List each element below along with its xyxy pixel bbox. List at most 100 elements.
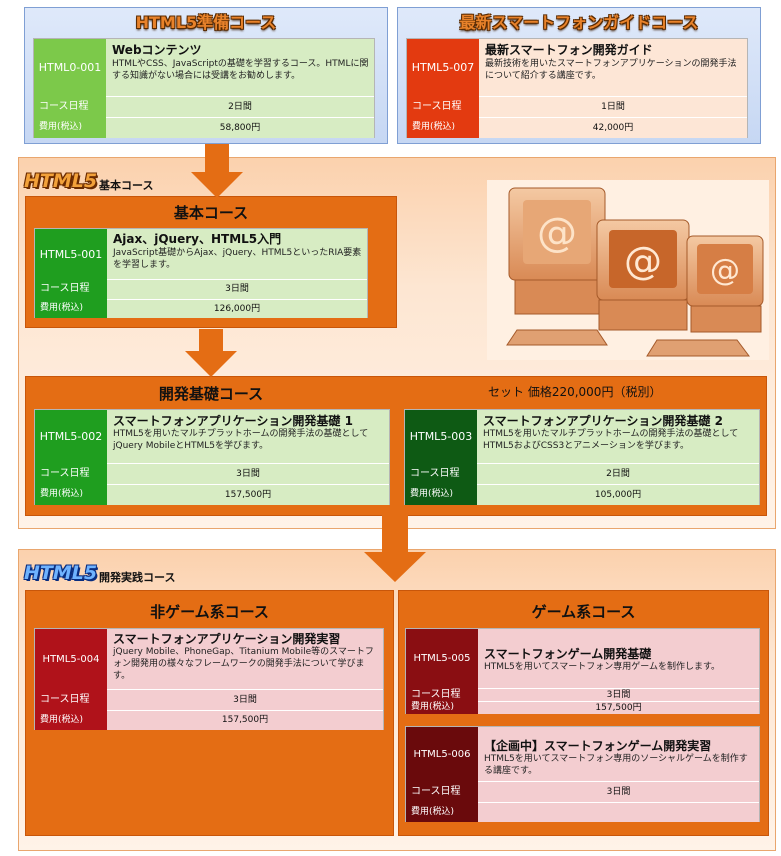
- box-title: 開発基礎コース: [158, 385, 264, 403]
- schedule-value: 1日間: [479, 96, 747, 117]
- fee-label: 費用(税込): [35, 484, 107, 505]
- smartphone-guide-panel: 最新スマートフォンガイドコース HTML5-007 最新スマートフォン開発ガイド…: [397, 7, 761, 144]
- course-info-bg: [107, 629, 383, 689]
- course-description: 最新技術を用いたスマートフォンアプリケーションの開発手法について紹介する講座です…: [485, 59, 737, 81]
- course-code: HTML5-003: [405, 410, 477, 463]
- fee-label: 費用(税込): [406, 701, 478, 714]
- non-game-course-box: 非ゲーム系コース HTML5-004 スマートフォンアプリケーション開発実習 j…: [25, 590, 394, 836]
- course-name[interactable]: Ajax、jQuery、HTML5入門: [113, 232, 282, 246]
- course-info-bg: [479, 39, 747, 96]
- fee-value: 105,000円: [477, 484, 759, 505]
- at-sign-icon: @: [537, 210, 577, 256]
- fee-value: 126,000円: [107, 299, 367, 318]
- course-info-bg: [478, 629, 759, 688]
- fee-value: 42,000円: [479, 117, 747, 138]
- arrow-down-icon: [185, 329, 237, 377]
- course-code: HTML5-001: [35, 229, 107, 279]
- course-description: HTML5を用いてスマートフォン専用ゲームを制作します。: [484, 662, 721, 672]
- course-description: HTMLやCSS、JavaScriptの基礎を学習するコース。HTMLに関する知…: [112, 59, 369, 81]
- fee-label: 費用(税込): [407, 117, 479, 138]
- fee-value: 157,500円: [107, 710, 383, 730]
- html5-logo: HTML5: [24, 170, 98, 192]
- course-name[interactable]: スマートフォンアプリケーション開発基礎 1: [113, 414, 353, 428]
- dev-basics-box: 開発基礎コース セット 価格220,000円（税別） HTML5-002 スマー…: [25, 376, 767, 516]
- fee-value: [478, 802, 759, 822]
- course-code: HTML5-007: [407, 39, 479, 96]
- course-description: HTML5を用いてスマートフォン専用のソーシャルゲームを制作する講座です。: [484, 754, 748, 776]
- course-info-bg: [478, 727, 759, 781]
- course-description: jQuery Mobile、PhoneGap、Titanium Mobile等の…: [113, 647, 374, 681]
- course-info-bg: [106, 39, 374, 96]
- at-sign-icon: @: [624, 239, 662, 283]
- course-code: HTML5-004: [35, 629, 107, 689]
- schedule-label: コース日程: [35, 463, 107, 484]
- box-title: 基本コース: [173, 204, 249, 222]
- course-card-html5-005[interactable]: HTML5-005 スマートフォンゲーム開発基礎 HTML5を用いてスマートフォ…: [405, 628, 760, 714]
- course-name[interactable]: 最新スマートフォン開発ガイド: [485, 43, 653, 57]
- course-code: HTML5-005: [406, 629, 478, 688]
- fee-value: 58,800円: [106, 117, 374, 138]
- panel-title: HTML5準備コース: [135, 13, 277, 32]
- schedule-value: 3日間: [478, 781, 759, 802]
- arrow-down-icon: [191, 144, 243, 198]
- fee-label: 費用(税込): [405, 484, 477, 505]
- box-title: ゲーム系コース: [531, 603, 636, 621]
- course-card-html0-001[interactable]: HTML0-001 Webコンテンツ HTMLやCSS、JavaScriptの基…: [33, 38, 375, 138]
- schedule-label: コース日程: [406, 781, 478, 802]
- course-card-html5-006[interactable]: HTML5-006 【企画中】スマートフォンゲーム開発実習 HTML5を用いてス…: [405, 726, 760, 822]
- html5-prep-panel: HTML5準備コース HTML0-001 Webコンテンツ HTMLやCSS、J…: [24, 7, 388, 144]
- schedule-value: 3日間: [107, 463, 389, 484]
- course-card-html5-003[interactable]: HTML5-003 スマートフォンアプリケーション開発基礎 2 HTML5を用い…: [404, 409, 760, 505]
- course-code: HTML0-001: [34, 39, 106, 96]
- course-card-html5-001[interactable]: HTML5-001 Ajax、jQuery、HTML5入門 JavaScript…: [34, 228, 368, 318]
- schedule-label: コース日程: [34, 96, 106, 117]
- fee-label: 費用(税込): [34, 117, 106, 138]
- course-code: HTML5-002: [35, 410, 107, 463]
- monitor-middle: [596, 219, 690, 331]
- panel-title: 最新スマートフォンガイドコース: [459, 13, 699, 32]
- fee-value: 157,500円: [478, 701, 759, 714]
- schedule-value: 2日間: [106, 96, 374, 117]
- fee-value: 157,500円: [107, 484, 389, 505]
- course-card-html5-004[interactable]: HTML5-004 スマートフォンアプリケーション開発実習 jQuery Mob…: [34, 628, 384, 730]
- course-description: JavaScript基礎からAjax、jQuery、HTML5といったRIA要素…: [113, 248, 362, 270]
- schedule-value: 2日間: [477, 463, 759, 484]
- course-code: HTML5-006: [406, 727, 478, 781]
- course-card-html5-002[interactable]: HTML5-002 スマートフォンアプリケーション開発基礎 1 HTML5を用い…: [34, 409, 390, 505]
- course-info-bg: [107, 229, 367, 279]
- course-name[interactable]: スマートフォンアプリケーション開発基礎 2: [483, 414, 723, 428]
- fee-label: 費用(税込): [35, 710, 107, 730]
- basic-course-box: 基本コース HTML5-001 Ajax、jQuery、HTML5入門 Java…: [25, 196, 397, 328]
- course-info-bg: [107, 410, 389, 463]
- course-description: HTML5を用いたマルチプラットホームの開発手法の基礎としてjQuery Mob…: [113, 429, 369, 451]
- set-price: セット 価格220,000円（税別）: [488, 385, 662, 399]
- schedule-label: コース日程: [407, 96, 479, 117]
- html5-basic-section: HTML5 基本コース @ @ @: [18, 157, 776, 529]
- section-label: 基本コース: [99, 179, 154, 192]
- course-name[interactable]: スマートフォンゲーム開発基礎: [484, 647, 652, 661]
- html5-practice-section: HTML5 開発実践コース 非ゲーム系コース HTML5-004 スマートフォン…: [18, 549, 776, 851]
- schedule-label: コース日程: [406, 688, 478, 701]
- course-name[interactable]: スマートフォンアプリケーション開発実習: [113, 632, 341, 646]
- course-description: HTML5を用いたマルチプラットホームの開発手法の基礎としてHTML5およびCS…: [483, 429, 739, 451]
- monitor-right: [686, 235, 764, 333]
- schedule-label: コース日程: [35, 689, 107, 710]
- game-course-box: ゲーム系コース HTML5-005 スマートフォンゲーム開発基礎 HTML5を用…: [398, 590, 769, 836]
- arrow-down-icon: [364, 514, 426, 582]
- schedule-label: コース日程: [405, 463, 477, 484]
- html5-logo: HTML5: [24, 562, 98, 584]
- schedule-value: 3日間: [478, 688, 759, 701]
- schedule-value: 3日間: [107, 279, 367, 299]
- computer-illustration: @ @ @: [487, 180, 769, 360]
- schedule-value: 3日間: [107, 689, 383, 710]
- schedule-label: コース日程: [35, 279, 107, 299]
- course-card-html5-007[interactable]: HTML5-007 最新スマートフォン開発ガイド 最新技術を用いたスマートフォン…: [406, 38, 748, 138]
- course-info-bg: [477, 410, 759, 463]
- at-sign-icon: @: [710, 253, 740, 288]
- fee-label: 費用(税込): [35, 299, 107, 318]
- course-name[interactable]: Webコンテンツ: [112, 43, 202, 57]
- section-label: 開発実践コース: [99, 571, 176, 584]
- fee-label: 費用(税込): [406, 802, 478, 822]
- box-title: 非ゲーム系コース: [150, 603, 269, 621]
- course-name[interactable]: 【企画中】スマートフォンゲーム開発実習: [484, 739, 712, 753]
